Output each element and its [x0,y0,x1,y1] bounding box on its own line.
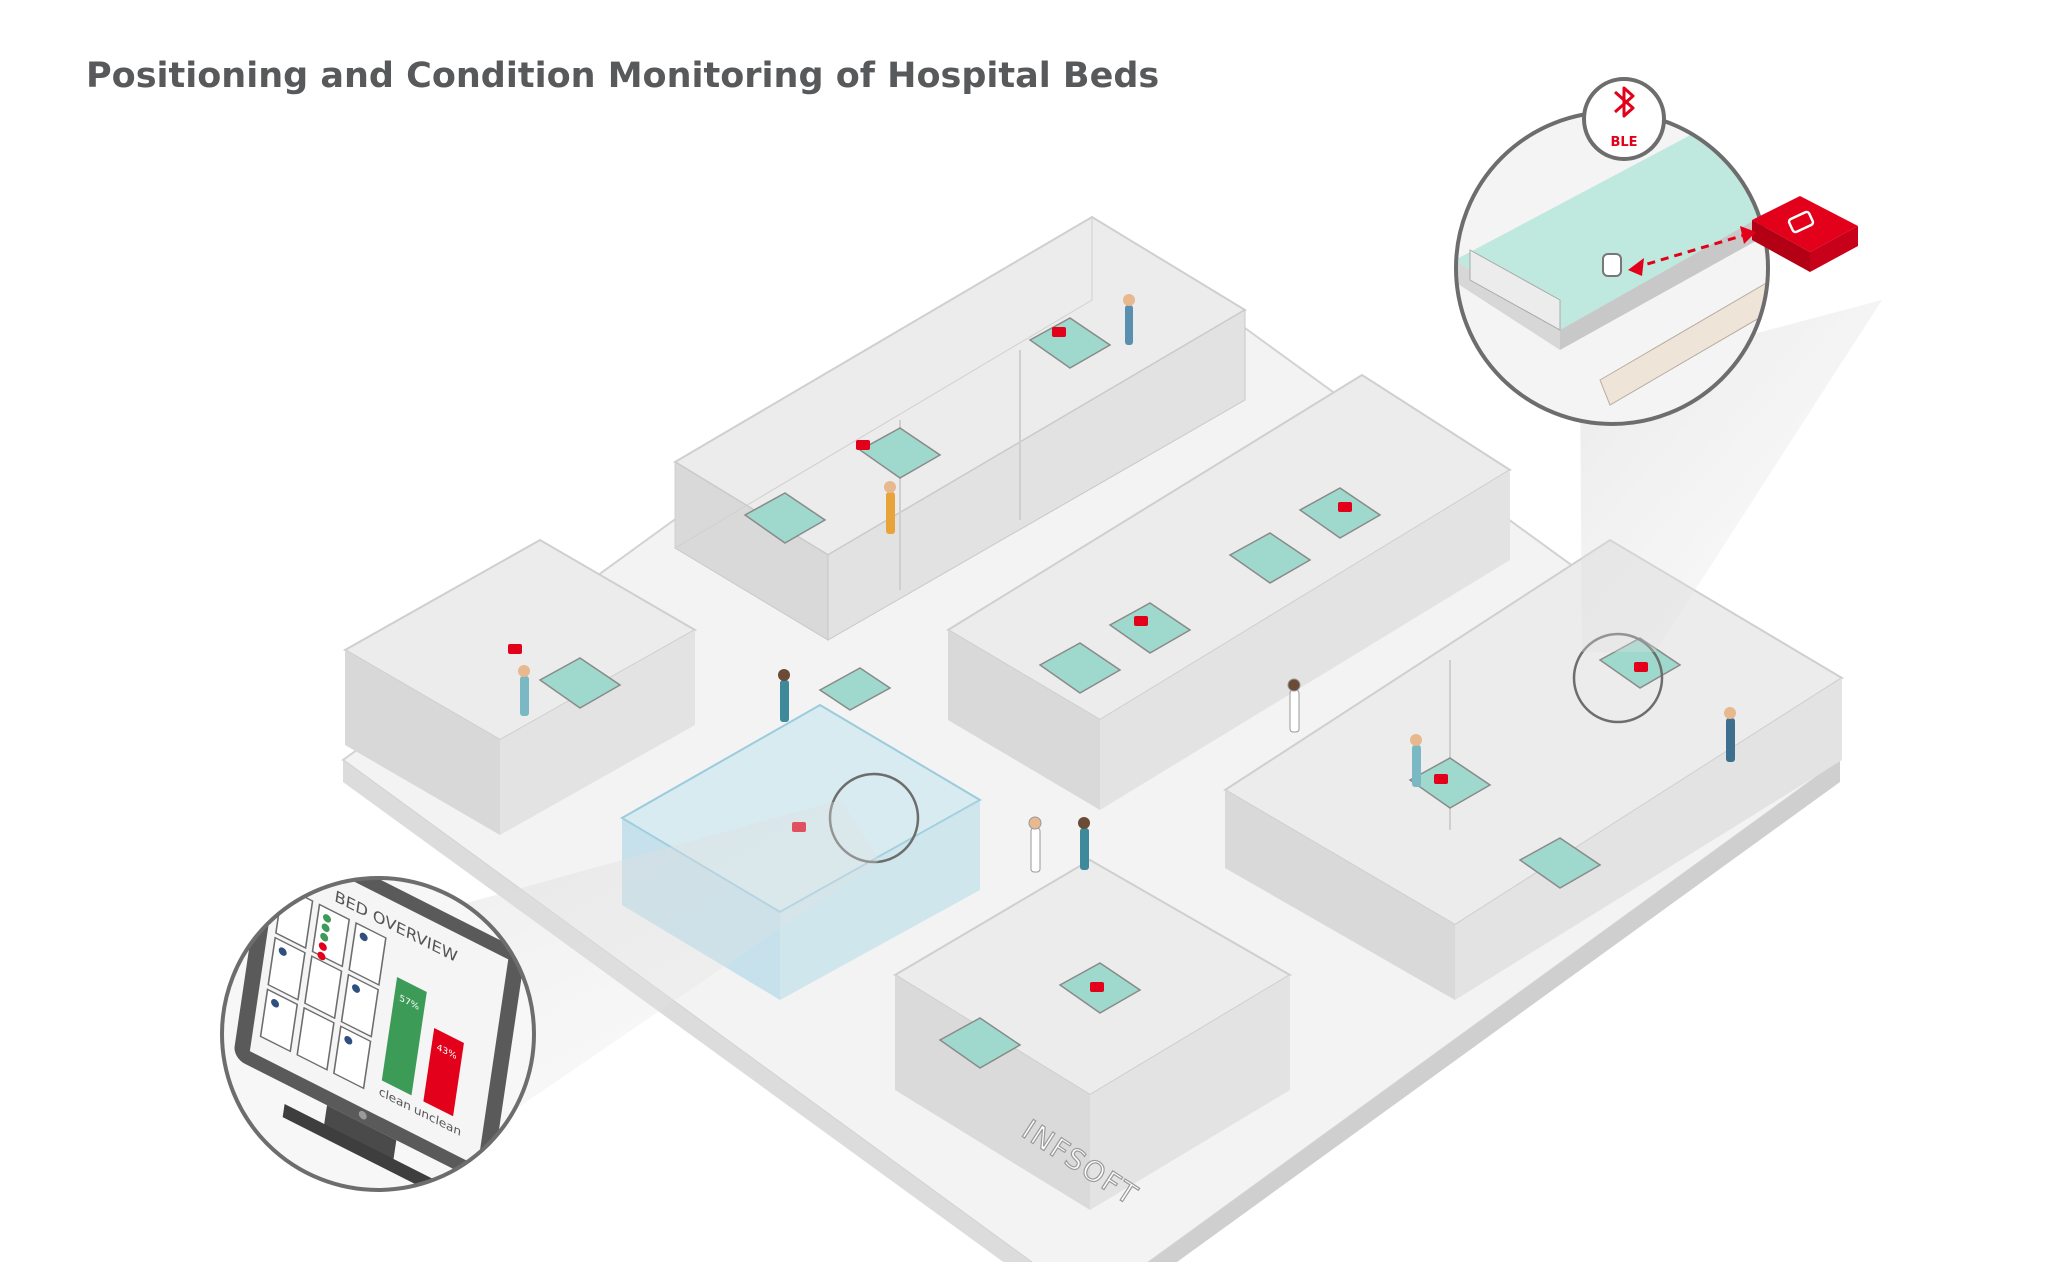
room-patient-left [342,538,698,835]
beacon-device-icon [1752,196,1858,272]
callout-bed-beacon [1454,110,1858,426]
page-title: Positioning and Condition Monitoring of … [86,56,1160,96]
room-patient-right [1223,538,1844,1000]
signal-arrow [1633,232,1749,270]
room-patient-top [673,215,1247,641]
unclean-bar [423,1028,464,1117]
bed-overview-grid [259,884,387,1090]
tag-sensor-icon [1602,253,1622,277]
ble-badge: BLE [1582,77,1666,161]
ble-label: BLE [1610,135,1637,150]
hospital-beds [538,317,1682,1069]
clean-bar [381,976,427,1096]
bluetooth-icon [1614,86,1635,118]
callout-monitor: BED OVERVIEW [220,876,536,1192]
staff-and-patients [518,294,1736,873]
room-ward-middle [946,373,1512,810]
